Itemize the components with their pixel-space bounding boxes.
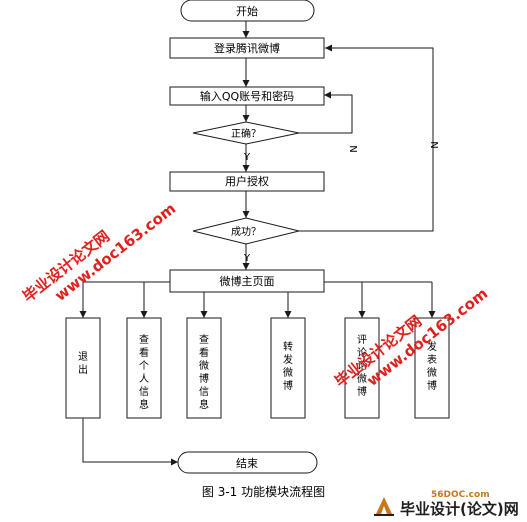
success-yes-label: Y — [243, 253, 251, 264]
start-node: 开始 — [180, 0, 315, 22]
profile-step: 查看个人信息 — [126, 317, 162, 419]
authorize-label: 用户授权 — [225, 174, 269, 188]
correct-label: 正确？ — [231, 127, 261, 140]
repost-label: 转发微博 — [283, 340, 293, 392]
input-label: 输入QQ账号和密码 — [200, 89, 294, 103]
success-no-label: N — [428, 141, 439, 148]
correct-no-label: N — [347, 145, 358, 152]
success-label: 成功？ — [231, 226, 261, 238]
end-label: 结束 — [236, 457, 258, 470]
authorize-step: 用户授权 — [169, 171, 325, 192]
profile-label: 查看个人信息 — [139, 333, 149, 411]
logo-icon — [374, 497, 394, 516]
login-label: 登录腾讯微博 — [214, 41, 280, 55]
start-label: 开始 — [236, 4, 258, 18]
logo-title: 毕业设计(论文)网 — [400, 500, 519, 518]
post-step: 发表微博 — [414, 317, 450, 419]
comment-step: 评论论微博 — [344, 317, 380, 419]
success-decision: 成功？ — [192, 217, 300, 245]
home-label: 微博主页面 — [220, 274, 275, 288]
end-node: 结束 — [177, 451, 318, 474]
post-label: 发表微博 — [427, 340, 437, 392]
comment-label: 评论论微博 — [357, 334, 367, 398]
login-step: 登录腾讯微博 — [169, 37, 325, 59]
weibo-info-step: 查看微博信息 — [186, 317, 222, 419]
weibo-info-label: 查看微博信息 — [199, 333, 209, 411]
home-step: 微博主页面 — [169, 269, 325, 293]
input-step: 输入QQ账号和密码 — [169, 86, 325, 106]
correct-yes-label: Y — [243, 152, 251, 163]
correct-decision: 正确？ — [192, 121, 300, 145]
figure-caption: 图 3-1 功能模块流程图 — [201, 485, 326, 499]
exit-step: 退出 — [65, 317, 101, 419]
logo-subtext: 56DOC.com — [431, 490, 490, 500]
repost-step: 转发微博 — [270, 317, 306, 419]
connectors — [79, 21, 436, 466]
exit-label: 退出 — [78, 351, 88, 376]
